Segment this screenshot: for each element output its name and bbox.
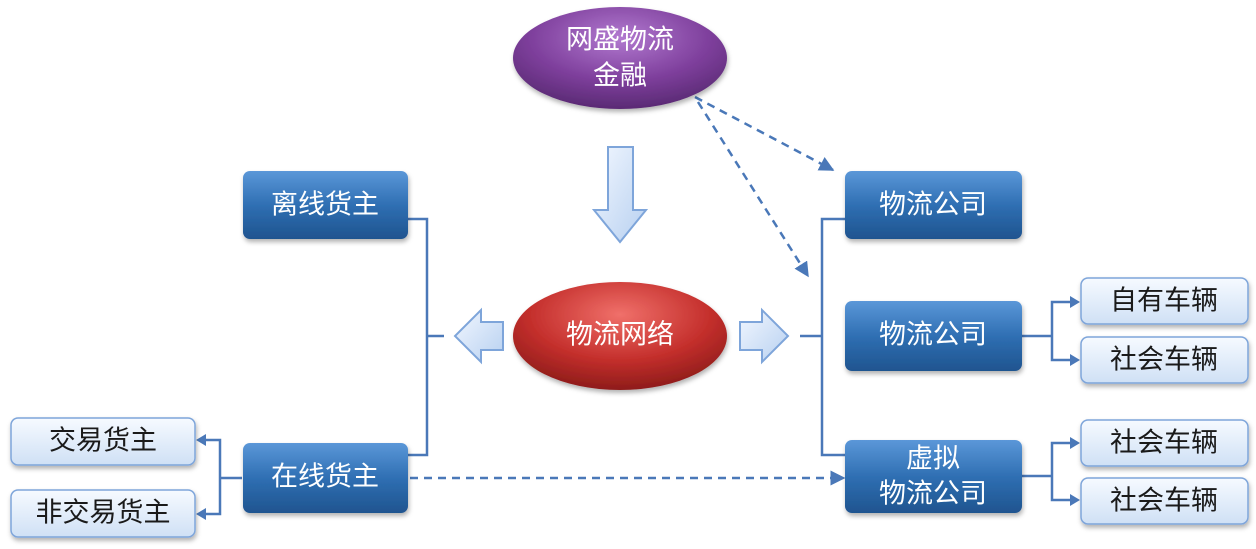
dashed-arrows — [410, 95, 846, 486]
finance-node-line2: 金融 — [593, 61, 647, 92]
logistics-company-2-label: 物流公司 — [879, 320, 987, 351]
arrowhead-social-vehicle-1 — [1070, 354, 1080, 366]
trade-shipper-label: 交易货主 — [49, 426, 157, 457]
arrowhead-social-vehicle-3 — [1070, 494, 1080, 506]
arrowhead-social-vehicle-2 — [1070, 437, 1080, 449]
virtual-company-box: 虚拟 物流公司 — [845, 440, 1022, 513]
connector-arrowheads — [196, 296, 1080, 520]
virtual-company-line1: 虚拟 — [906, 444, 960, 475]
social-vehicle-2-label: 社会车辆 — [1110, 428, 1218, 459]
nontrade-shipper-label: 非交易货主 — [36, 498, 171, 529]
arrowhead-own-vehicle — [1070, 296, 1080, 308]
social-vehicle-1-box: 社会车辆 — [1080, 336, 1249, 384]
offline-shipper-label: 离线货主 — [271, 190, 379, 221]
online-shipper-label: 在线货主 — [271, 462, 379, 493]
virtual-company-vehicles-connector — [1022, 441, 1072, 502]
online-shipper-connector — [204, 438, 242, 516]
social-vehicle-3-label: 社会车辆 — [1110, 486, 1218, 517]
company-2-vehicles-connector — [1022, 300, 1072, 362]
left-bracket-connector — [408, 217, 444, 457]
logistics-company-2-box: 物流公司 — [845, 301, 1022, 371]
online-shipper-box: 在线货主 — [243, 443, 408, 513]
down-block-arrow — [591, 146, 649, 244]
nontrade-shipper-box: 非交易货主 — [10, 489, 196, 538]
arrowhead-trade-shipper — [196, 434, 206, 446]
left-block-arrow — [453, 307, 504, 365]
finance-node-line1: 网盛物流 — [566, 25, 674, 56]
logistics-company-1-label: 物流公司 — [879, 190, 987, 221]
right-block-arrow — [739, 307, 790, 365]
virtual-company-line2: 物流公司 — [879, 479, 987, 510]
network-node: 物流网络 — [513, 282, 727, 390]
dashed-arrow-finance-to-network — [696, 101, 810, 278]
social-vehicle-3-box: 社会车辆 — [1080, 477, 1249, 525]
connectors — [204, 217, 1072, 516]
finance-node: 网盛物流 金融 — [513, 7, 727, 109]
arrowhead-nontrade-shipper — [196, 508, 206, 520]
dashed-arrow-finance-to-company-1 — [694, 95, 835, 172]
right-bracket-connector — [800, 217, 845, 457]
offline-shipper-box: 离线货主 — [243, 171, 408, 239]
own-vehicle-label: 自有车辆 — [1110, 286, 1218, 317]
network-node-label: 物流网络 — [566, 320, 674, 351]
logistics-company-1-box: 物流公司 — [845, 171, 1022, 239]
own-vehicle-box: 自有车辆 — [1080, 277, 1249, 325]
trade-shipper-box: 交易货主 — [10, 417, 196, 466]
social-vehicle-1-label: 社会车辆 — [1110, 345, 1218, 376]
social-vehicle-2-box: 社会车辆 — [1080, 419, 1249, 467]
